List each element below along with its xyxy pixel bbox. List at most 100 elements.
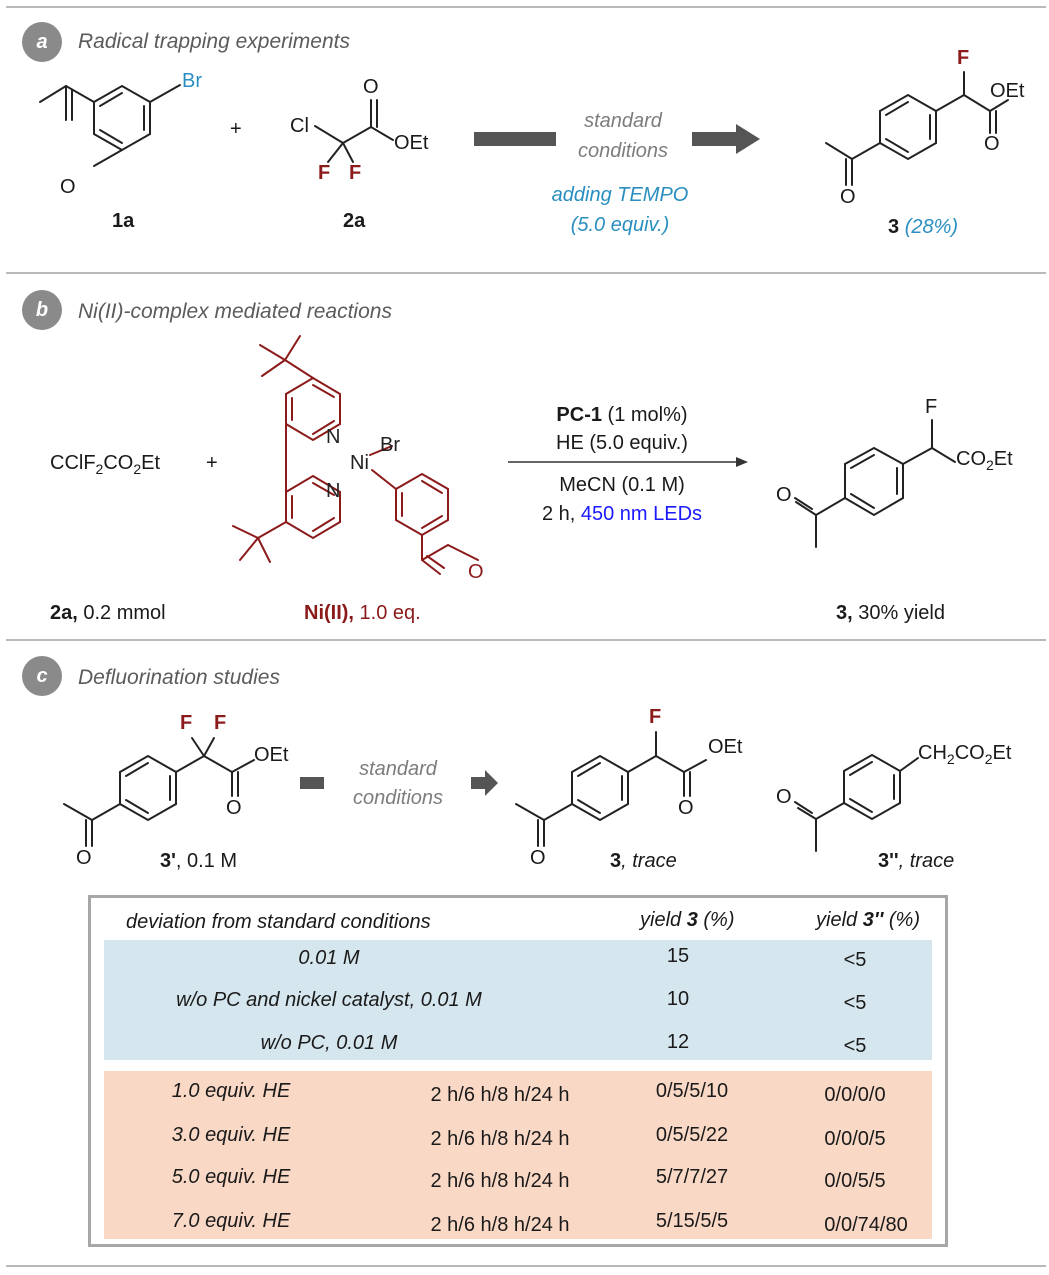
table-row-yield-3: 0/5/5/22 bbox=[655, 1124, 729, 1146]
arrow-text-conditions-c: conditions bbox=[352, 787, 444, 809]
table-row-he-condition: 7.0 equiv. HE bbox=[171, 1210, 291, 1232]
table-row-yield-3pp: 0/0/0/5 bbox=[824, 1128, 886, 1150]
atom-o-3doubleprime: O bbox=[776, 786, 792, 808]
table-row-yield-3: 10 bbox=[666, 988, 690, 1010]
arrow-panel-b bbox=[508, 457, 748, 467]
atom-f1-3prime: F bbox=[180, 712, 193, 734]
atom-o-ketone-product-a: O bbox=[840, 186, 856, 208]
atom-oet-product-a: OEt bbox=[990, 80, 1025, 102]
table-row-yield-3: 15 bbox=[666, 945, 690, 967]
molecule-3-panel-b bbox=[794, 419, 956, 548]
table-row-he-condition: 3.0 equiv. HE bbox=[171, 1124, 291, 1146]
additive-equiv: (5.0 equiv.) bbox=[570, 214, 670, 236]
molecule-3doubleprime bbox=[794, 753, 919, 852]
table-band-concentration bbox=[104, 940, 932, 1060]
table-row-yield-3: 5/7/7/27 bbox=[655, 1166, 729, 1188]
additive-tempo: adding TEMPO bbox=[551, 184, 689, 206]
table-row-yield-3: 0/5/5/10 bbox=[655, 1080, 729, 1102]
atom-o-ester-3prime: O bbox=[226, 797, 242, 819]
molecule-ni-complex bbox=[232, 335, 479, 575]
label-3-trace: 3, trace bbox=[610, 850, 677, 872]
atom-o-2a: O bbox=[363, 76, 379, 98]
separator-bottom bbox=[6, 1265, 1046, 1267]
atom-br-1a: Br bbox=[182, 70, 202, 92]
atom-f2-3prime: F bbox=[214, 712, 227, 734]
atom-o-ketone-3prime: O bbox=[76, 847, 92, 869]
table-row-time: 2 h/6 h/8 h/24 h bbox=[430, 1084, 570, 1106]
atom-o-ketone-3-panel-c: O bbox=[530, 847, 546, 869]
atom-o-1a: O bbox=[60, 176, 76, 198]
atom-f-product-b: F bbox=[925, 396, 938, 418]
label-3prime: 3', 0.1 M bbox=[160, 850, 238, 872]
separator-ab bbox=[6, 272, 1046, 274]
atom-o-ester-product-a: O bbox=[984, 133, 1000, 155]
atom-o-ester-3-panel-c: O bbox=[678, 797, 694, 819]
molecule-3prime bbox=[63, 737, 255, 847]
product-3-yield: (28%) bbox=[904, 216, 959, 238]
table-row-yield-3: 5/15/5/5 bbox=[655, 1210, 729, 1232]
atom-ni: Ni bbox=[350, 452, 369, 474]
table-row-yield-3pp: 0/0/74/80 bbox=[824, 1214, 908, 1236]
table-row-he-condition: 5.0 equiv. HE bbox=[171, 1166, 291, 1188]
atom-o-ni-complex: O bbox=[468, 561, 484, 583]
atom-oet-3-panel-c: OEt bbox=[708, 736, 743, 758]
separator-top bbox=[6, 6, 1046, 8]
section-a-title: Radical trapping experiments bbox=[78, 30, 350, 53]
compound-1a-label: 1a bbox=[112, 210, 135, 232]
table-row-condition: 0.01 M bbox=[298, 947, 360, 969]
section-b-badge: b bbox=[22, 290, 62, 330]
atom-f2-2a: F bbox=[349, 162, 362, 184]
arrow-text-standard-c: standard bbox=[359, 758, 437, 780]
atom-f-product-a: F bbox=[957, 47, 970, 69]
atom-oet-3prime: OEt bbox=[254, 744, 289, 766]
reagent-cclf2co2et: CClF2CO2Et bbox=[50, 452, 161, 477]
atom-cl-2a: Cl bbox=[290, 115, 309, 137]
molecule-1a bbox=[39, 84, 181, 167]
atom-o-product-b: O bbox=[776, 484, 792, 506]
atom-ch2co2et-3doubleprime: CH2CO2Et bbox=[918, 742, 1012, 767]
table-row-he-condition: 1.0 equiv. HE bbox=[171, 1080, 291, 1102]
condition-time-light: 2 h, 450 nm LEDs bbox=[541, 503, 703, 525]
label-3-yield: 3, 30% yield bbox=[836, 602, 945, 624]
table-row-yield-3pp: <5 bbox=[843, 949, 867, 971]
section-c-title: Defluorination studies bbox=[78, 666, 280, 689]
atom-f-3-panel-c: F bbox=[649, 706, 662, 728]
table-row-condition: w/o PC, 0.01 M bbox=[260, 1032, 398, 1054]
table-row-time: 2 h/6 h/8 h/24 h bbox=[430, 1128, 570, 1150]
table-band-he-equiv bbox=[104, 1071, 932, 1239]
label-2a-amount: 2a, 0.2 mmol bbox=[50, 602, 166, 624]
table-header-deviation: deviation from standard conditions bbox=[126, 911, 431, 933]
molecule-3-panel-c bbox=[515, 731, 707, 847]
atom-oet-2a: OEt bbox=[394, 132, 429, 154]
table-row-time: 2 h/6 h/8 h/24 h bbox=[430, 1170, 570, 1192]
product-3-label-a: 3 (28%) bbox=[888, 216, 958, 239]
table-row-yield-3: 12 bbox=[666, 1031, 690, 1053]
arrow-text-standard-a: standard bbox=[584, 110, 662, 132]
atom-f1-2a: F bbox=[318, 162, 331, 184]
label-3doubleprime-trace: 3'', trace bbox=[878, 850, 955, 872]
arrow-panel-a bbox=[474, 124, 760, 154]
table-row-yield-3pp: <5 bbox=[843, 992, 867, 1014]
table-row-condition: w/o PC and nickel catalyst, 0.01 M bbox=[176, 989, 482, 1011]
condition-he: HE (5.0 equiv.) bbox=[556, 432, 688, 454]
table-header-yield-3: yield 3 (%) bbox=[640, 909, 735, 931]
atom-n1-ni-complex: N bbox=[326, 426, 341, 448]
molecule-2a bbox=[314, 99, 394, 163]
results-table-frame bbox=[88, 895, 948, 1247]
label-ni-equiv: Ni(II), 1.0 eq. bbox=[304, 602, 421, 624]
table-row-yield-3pp: 0/0/5/5 bbox=[824, 1170, 886, 1192]
table-row-time: 2 h/6 h/8 h/24 h bbox=[430, 1214, 570, 1236]
condition-solvent: MeCN (0.1 M) bbox=[559, 474, 685, 496]
arrow-panel-c bbox=[300, 770, 498, 796]
section-a-badge: a bbox=[22, 22, 62, 62]
compound-2a-label: 2a bbox=[343, 210, 366, 232]
molecule-3-panel-a bbox=[825, 71, 1009, 186]
section-c-badge: c bbox=[22, 656, 62, 696]
atom-br-ni-complex: Br bbox=[380, 434, 400, 456]
atom-co2et-product-b: CO2Et bbox=[956, 448, 1013, 473]
plus-sign-a: + bbox=[230, 118, 242, 140]
table-row-yield-3pp: 0/0/0/0 bbox=[824, 1084, 886, 1106]
table-header-yield-3pp: yield 3'' (%) bbox=[816, 909, 921, 931]
arrow-text-conditions-a: conditions bbox=[577, 140, 669, 162]
